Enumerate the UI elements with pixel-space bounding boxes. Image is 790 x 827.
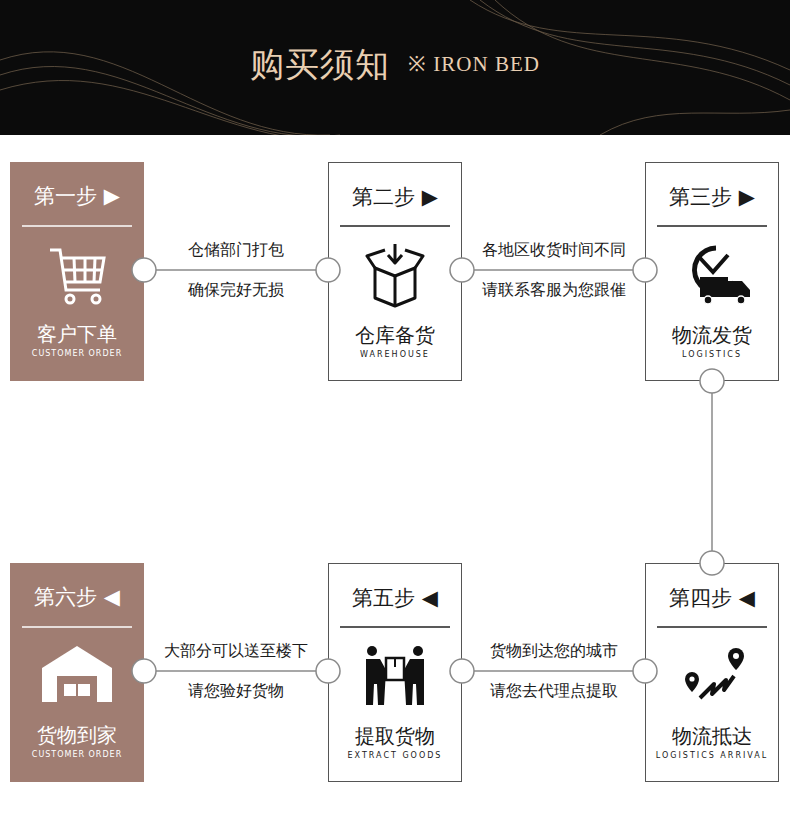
- step-caption: 货物到家: [10, 723, 144, 747]
- step-heading: 第四步 ◀: [646, 586, 778, 611]
- header-band: 购买须知 ※ IRON BED: [0, 0, 790, 135]
- step-caption: 仓库备货: [329, 323, 461, 347]
- edge-label: 货物到达您的城市 请您去代理点提取: [490, 631, 618, 711]
- connector: [450, 659, 657, 683]
- step-box: 第四步 ◀ 物流抵达 LOGISTICS ARRIVAL: [645, 563, 779, 782]
- connector: [132, 659, 340, 683]
- header-curves: [0, 0, 790, 135]
- step-caption-en: LOGISTICS: [646, 350, 778, 360]
- connector: [132, 258, 340, 282]
- page-title: 购买须知: [250, 44, 390, 85]
- step-caption: 物流抵达: [646, 724, 778, 748]
- edge-label: 各地区收货时间不同 请联系客服为您跟催: [482, 230, 626, 310]
- step-caption-en: CUSTOMER ORDER: [10, 349, 144, 359]
- step-caption-en: CUSTOMER ORDER: [10, 750, 144, 760]
- step-caption-en: WAREHOUSE: [329, 350, 461, 360]
- step-caption-en: LOGISTICS ARRIVAL: [646, 751, 778, 761]
- connector: [700, 369, 724, 575]
- step-heading: 第三步 ▶: [646, 185, 778, 210]
- connector: [450, 258, 657, 282]
- step-caption: 提取货物: [329, 724, 461, 748]
- edge-label: 大部分可以送至楼下 请您验好货物: [164, 631, 308, 711]
- step-heading: 第一步 ▶: [10, 184, 144, 209]
- step-caption-en: EXTRACT GOODS: [329, 751, 461, 761]
- step-heading: 第五步 ◀: [329, 586, 461, 611]
- step-heading: 第六步 ◀: [10, 585, 144, 610]
- step-caption: 物流发货: [646, 323, 778, 347]
- step-caption: 客户下单: [10, 322, 144, 346]
- step-heading: 第二步 ▶: [329, 185, 461, 210]
- step-box: 第二步 ▶ 仓库备货 WAREHOUSE: [328, 162, 462, 381]
- edge-label: 仓储部门打包 确保完好无损: [188, 230, 284, 310]
- box-icon: [367, 244, 423, 306]
- subtitle-label: ※ IRON BED: [408, 52, 540, 77]
